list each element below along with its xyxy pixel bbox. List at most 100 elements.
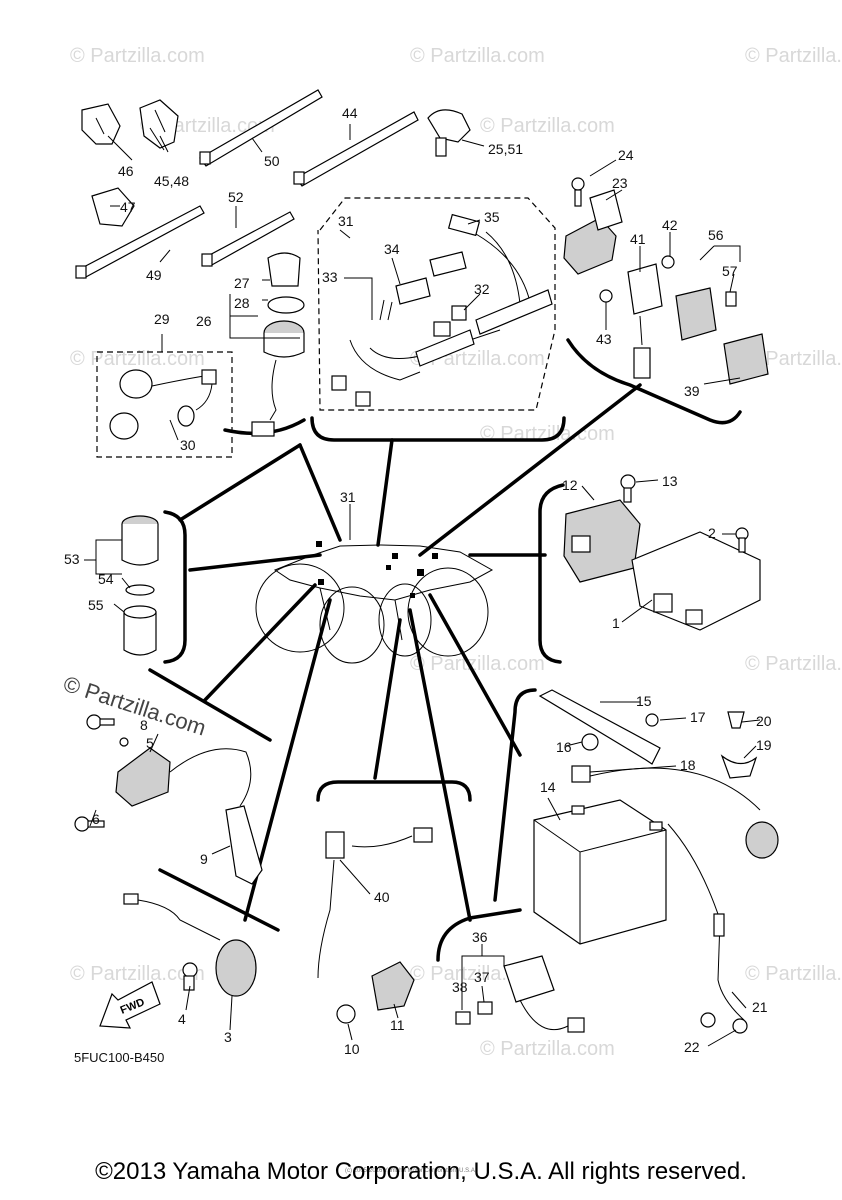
watermark-text: © Partzilla.com xyxy=(745,348,842,370)
callout-20: 20 xyxy=(756,713,772,729)
callout-31-top: 31 xyxy=(338,213,354,229)
callout-38: 38 xyxy=(452,979,468,995)
relay-41-43 xyxy=(599,255,675,379)
callout-5: 5 xyxy=(146,735,154,751)
fwd-arrow: FWD xyxy=(99,981,161,1029)
cable-tie-50 xyxy=(199,89,323,167)
switch-11 xyxy=(336,961,415,1024)
callout-47: 47 xyxy=(120,199,136,215)
callout-52: 52 xyxy=(228,189,244,205)
clip-45-48 xyxy=(139,99,179,149)
main-switch xyxy=(251,252,305,437)
callout-28: 28 xyxy=(234,295,250,311)
callout-57: 57 xyxy=(722,263,738,279)
callout-39: 39 xyxy=(684,383,700,399)
callout-29: 29 xyxy=(154,311,170,327)
callout-30: 30 xyxy=(180,437,196,453)
callout-14: 14 xyxy=(540,779,556,795)
footer-copyright: ©2013 Yamaha Motor Corporation, U.S.A. A… xyxy=(95,1158,747,1185)
watermark-text: © Partzilla.com xyxy=(70,45,205,67)
cable-tie-52 xyxy=(201,211,295,267)
callout-10: 10 xyxy=(344,1041,360,1057)
callout-23: 23 xyxy=(612,175,628,191)
callout-3: 3 xyxy=(224,1029,232,1045)
starter-relay xyxy=(563,177,623,275)
callout-11: 11 xyxy=(390,1017,405,1033)
accessory-socket xyxy=(121,515,159,656)
callout-22: 22 xyxy=(684,1039,700,1055)
ecu xyxy=(631,527,761,631)
cable-21 xyxy=(667,823,748,1034)
callout-45-48: 45,48 xyxy=(154,173,189,189)
cable-tie-44 xyxy=(293,111,419,187)
callout-43: 43 xyxy=(596,331,612,347)
callout-16: 16 xyxy=(556,739,572,755)
callout-2: 2 xyxy=(708,525,716,541)
callout-26: 26 xyxy=(196,313,212,329)
callout-19: 19 xyxy=(756,737,772,753)
clip-47 xyxy=(91,187,135,227)
callout-42: 42 xyxy=(662,217,678,233)
callout-4: 4 xyxy=(178,1011,186,1027)
callout-32: 32 xyxy=(474,281,490,297)
callout-13: 13 xyxy=(662,473,678,489)
callout-34: 34 xyxy=(384,241,400,257)
callout-6: 6 xyxy=(92,811,100,827)
watermark-text: © Partzilla.com xyxy=(410,45,545,67)
small-copyright: (c) 2005-2016 Yamaha Motor Corporation, … xyxy=(345,1168,477,1174)
callout-53: 53 xyxy=(64,551,80,567)
wire-harness xyxy=(331,213,553,407)
watermark-overlay: © Partzilla.com xyxy=(60,671,209,741)
pickup-coil xyxy=(123,893,257,997)
callout-25-51: 25,51 xyxy=(488,141,523,157)
callout-1: 1 xyxy=(612,615,620,631)
callout-35: 35 xyxy=(484,209,500,225)
watermark-text: © Partzilla.com xyxy=(70,963,205,985)
watermark-text: © Partzilla.com xyxy=(480,1038,615,1060)
cover-19-20 xyxy=(720,711,758,779)
callout-33: 33 xyxy=(322,269,338,285)
watermark-text: © Partzilla.com xyxy=(480,115,615,137)
watermark-text: © Partzilla.com xyxy=(745,963,842,985)
callout-50: 50 xyxy=(264,153,280,169)
callout-24: 24 xyxy=(618,147,634,163)
fuse-holder xyxy=(455,955,585,1033)
watermark-text: © Partzilla.com xyxy=(745,653,842,675)
callout-36: 36 xyxy=(472,929,488,945)
callouts: 1 2 3 4 5 6 8 9 10 11 12 13 14 15 16 17 … xyxy=(64,105,772,1057)
callout-18: 18 xyxy=(680,757,696,773)
callout-8: 8 xyxy=(140,717,148,733)
callout-56: 56 xyxy=(708,227,724,243)
group-leader-lines xyxy=(178,383,642,922)
cable-tie-49 xyxy=(75,205,205,279)
atv-outline xyxy=(255,541,494,664)
callout-41: 41 xyxy=(630,231,646,247)
callout-49: 49 xyxy=(146,267,162,283)
callout-9: 9 xyxy=(200,851,208,867)
battery xyxy=(533,799,667,945)
sensor-40 xyxy=(317,827,433,979)
callout-46: 46 xyxy=(118,163,134,179)
clip-46 xyxy=(81,103,121,145)
watermark-text: © Partzilla.com xyxy=(745,45,842,67)
cable-18 xyxy=(571,765,779,859)
watermark-text: © Partzilla.com xyxy=(410,653,545,675)
ignition-coil xyxy=(74,714,263,885)
callout-leaders xyxy=(84,124,761,1047)
callout-15: 15 xyxy=(636,693,652,709)
callout-54: 54 xyxy=(98,571,114,587)
callout-40: 40 xyxy=(374,889,390,905)
callout-55: 55 xyxy=(88,597,104,613)
callout-21: 21 xyxy=(752,999,768,1015)
rectifier-regulator xyxy=(563,474,641,583)
callout-37: 37 xyxy=(474,969,490,985)
callout-17: 17 xyxy=(690,709,706,725)
callout-12: 12 xyxy=(562,477,578,493)
battery-band-15 xyxy=(538,689,661,765)
clamp-25-51 xyxy=(427,109,471,157)
watermark-text: © Partzilla.com xyxy=(70,348,205,370)
callout-44: 44 xyxy=(342,105,358,121)
callout-27: 27 xyxy=(234,275,250,291)
fuse-box-56-57 xyxy=(675,287,769,385)
